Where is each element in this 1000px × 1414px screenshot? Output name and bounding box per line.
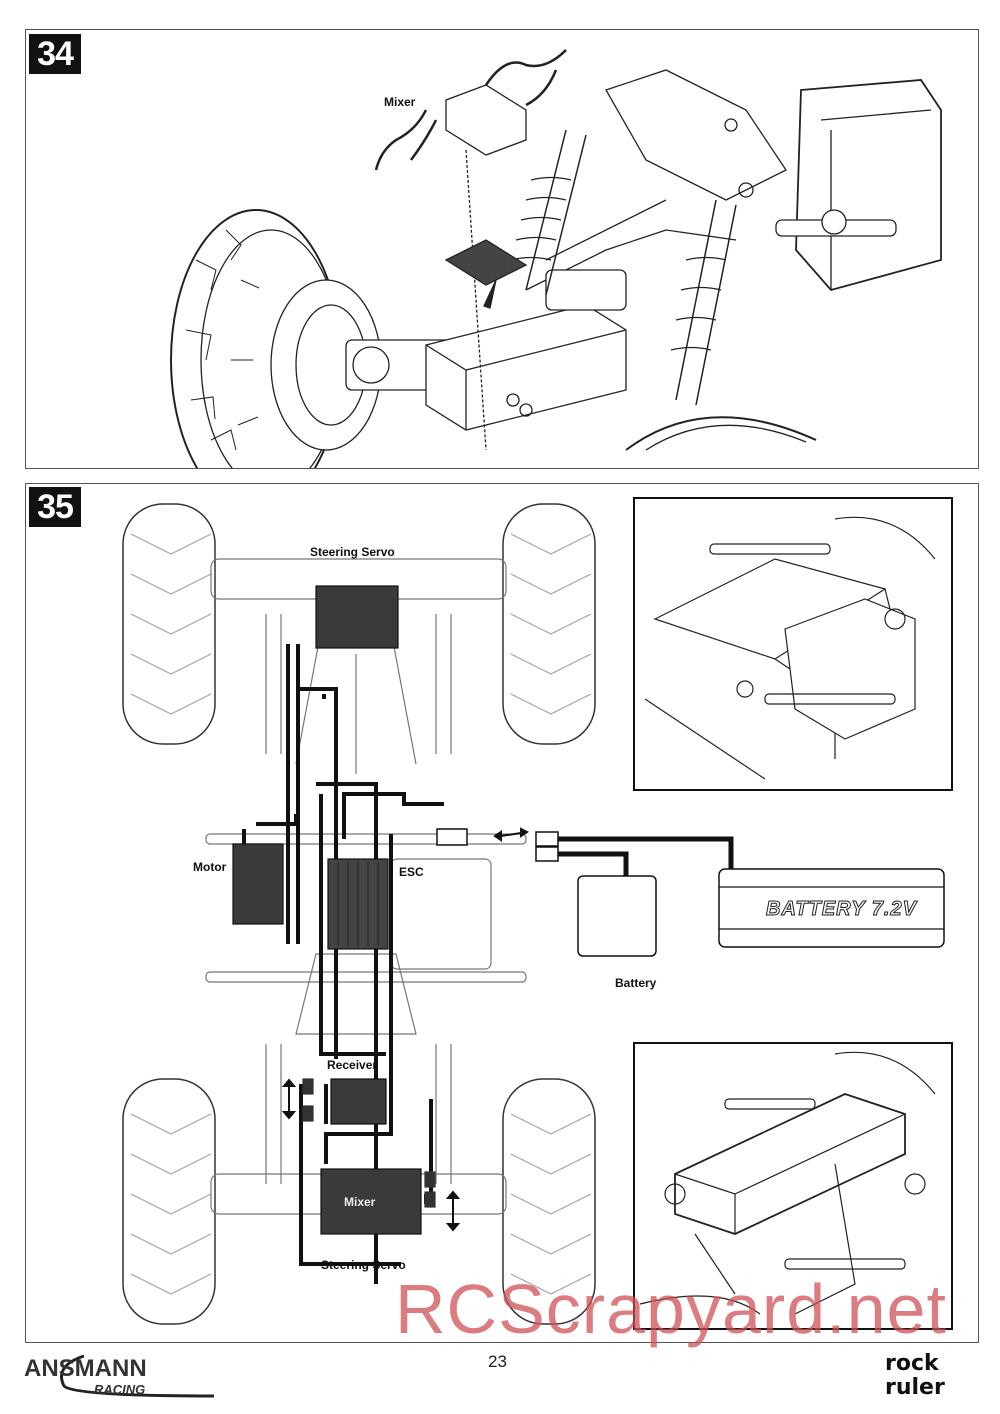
watermark: RCScrapyard.net <box>395 1270 947 1348</box>
steering-servo-label: Steering Servo <box>310 545 395 559</box>
svg-text:RACING: RACING <box>94 1382 145 1397</box>
svg-text:ANSMANN: ANSMANN <box>24 1355 147 1382</box>
step-35-panel: 35 Steering Servo Motor ESC Battery BATT… <box>25 483 979 1343</box>
svg-text:rock: rock <box>885 1351 940 1376</box>
step-number-badge: 35 <box>29 487 81 527</box>
steering-servo-bottom-label: Steering Servo <box>321 1258 406 1272</box>
svg-text:ruler: ruler <box>885 1375 945 1398</box>
battery-pack-text: BATTERY 7.2V <box>766 898 917 921</box>
step-34-panel: 34 Mixer <box>25 29 979 469</box>
esc-label: ESC <box>399 865 424 879</box>
battery-mounted-detail-drawing <box>639 1051 936 1315</box>
mixer-label: Mixer <box>344 1195 376 1209</box>
motor-label: Motor <box>193 860 227 874</box>
step-number-badge: 34 <box>29 34 81 74</box>
mixer-label: Mixer <box>384 95 416 109</box>
receiver-label: Receiver <box>327 1058 378 1072</box>
wiring-diagram <box>122 503 945 1325</box>
detail-inset-bottom <box>633 1042 953 1330</box>
battery-label: Battery <box>615 976 657 990</box>
rock-ruler-logo: rock ruler <box>880 1348 980 1398</box>
ansmann-racing-logo: ANSMANN RACING <box>14 1348 214 1398</box>
step-34-illustration <box>170 49 942 468</box>
page-number: 23 <box>488 1352 507 1371</box>
chassis-detail-drawing <box>644 516 936 780</box>
detail-inset-top <box>633 497 953 791</box>
